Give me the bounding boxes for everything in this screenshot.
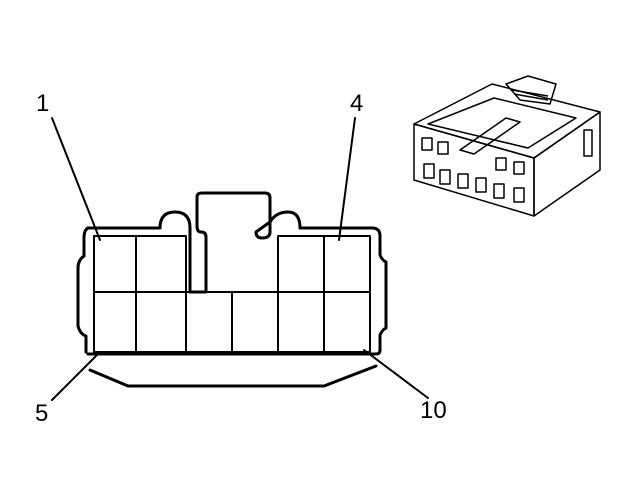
cavity-7 [185,291,233,353]
iso-cavity [475,177,487,193]
iso-cavity [457,173,469,189]
iso-right-face [533,111,601,217]
cavity-9 [277,291,325,353]
pin-label-5: 5 [35,400,49,427]
iso-cavities [421,137,525,203]
iso-latch-rib [511,89,549,97]
leader-line-4 [338,117,356,241]
connector-housing-outline [86,191,388,356]
iso-side-window [583,129,593,157]
pin-label-1: 1 [36,90,50,117]
cavity-3 [277,235,325,293]
leader-line-1 [51,117,101,241]
connector-bottom-keel [88,364,378,388]
connector-left-side [76,226,90,354]
connector-face-view [51,117,429,401]
cavity-2 [135,235,187,293]
connector-isometric-view [413,75,601,217]
cavity-4 [323,235,371,293]
pin-label-10: 10 [420,397,447,424]
iso-cavity [421,137,433,151]
leader-line-10 [363,349,429,399]
iso-cavity [495,157,507,171]
iso-cavity [437,141,449,155]
iso-top-channel [459,117,521,155]
iso-cavity [439,169,451,185]
iso-cavity [513,161,525,175]
pin-label-4: 4 [350,90,364,117]
cavity-10 [323,291,371,353]
iso-latch-rib-2 [513,93,549,101]
cavity-6 [135,291,187,353]
cavity-grid [86,235,378,356]
iso-cavity [493,183,505,199]
leader-line-5 [51,351,101,401]
cavity-5 [93,291,137,353]
iso-cavity [423,163,435,179]
iso-cavity [513,187,525,203]
iso-latch [505,75,557,105]
cavity-8 [231,291,279,353]
cavity-1 [93,235,137,293]
